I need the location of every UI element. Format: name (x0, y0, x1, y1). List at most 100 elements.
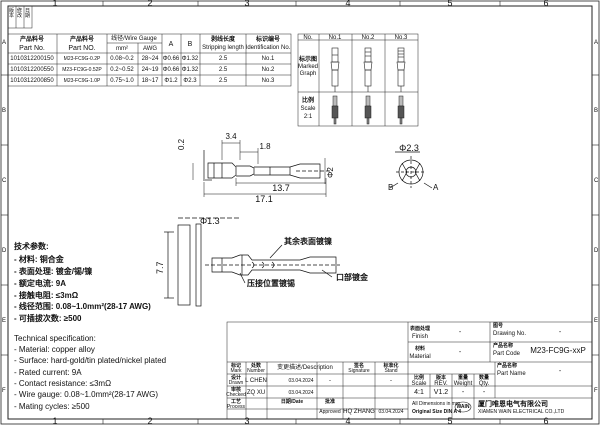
part-name-cn: 产品名称 (497, 363, 518, 369)
parts-table-grid (7, 33, 292, 87)
rev-hdr-description: 变更描述/Description (277, 365, 333, 371)
drawn-dash-2: - (390, 378, 392, 384)
row1-part: 1010312200150 (10, 56, 54, 62)
border-col-4: 4 (345, 0, 351, 8)
spec-en-line: - Contact resistance: ≤3mΩ (14, 379, 112, 388)
rev-hdr-sign-en: Signature (348, 368, 370, 374)
tb-qty-en: Qty. (478, 381, 490, 387)
graph-col-2: No.2 (361, 35, 375, 41)
row1-model: M23-FC9G-0.2P (63, 56, 101, 62)
rev-hdr-mark-cn: 标记 (230, 363, 242, 369)
border-row-b-right: B (594, 108, 599, 114)
rev-hdr-stand-en: Stand (384, 368, 398, 374)
graph-table-grid (297, 33, 419, 127)
row1-awg: 28~24 (141, 56, 159, 62)
drawing-no-cn: 图号 (493, 323, 504, 329)
dim-0-2: 0.2 (177, 138, 186, 150)
rev-hdr-number-cn: 处数 (250, 363, 262, 369)
drawing-no-val: - (558, 329, 562, 336)
hdr-b: B (187, 41, 193, 48)
hdr-part-no2-cn: 产品料号 (69, 37, 95, 43)
callout-nickel: 其余表面镀镍 (284, 237, 332, 246)
corner-stamp-date: 日期 (25, 8, 31, 19)
row3-mm2: 0.75~1.0 (110, 78, 134, 84)
row3-a: Φ1.2 (164, 78, 178, 84)
tb-scale-cn: 比例 (413, 375, 425, 381)
hdr-part-no-en: Part No. (19, 45, 45, 52)
dim-phi-2: Φ2 (326, 167, 335, 178)
graph-no-label: No. (303, 35, 313, 41)
drawing-no-en: Drawing No. (493, 331, 527, 337)
company-logo-text: WAIN (456, 404, 470, 410)
row1-ident: No.1 (261, 56, 275, 62)
section-label-a: A (433, 183, 439, 192)
hdr-part-no-cn: 产品料号 (19, 37, 45, 43)
drawn-name: L CHEN (245, 378, 267, 384)
border-col-3: 3 (244, 0, 250, 8)
tb-qty-val: - (482, 389, 486, 396)
tb-rev-cn: 版本 (435, 375, 447, 381)
border-row-d-right: D (594, 248, 599, 254)
border-col-2: 2 (147, 0, 153, 8)
row2-strip: 2.5 (218, 67, 228, 73)
border-col-3-bottom: 3 (244, 416, 250, 426)
border-row-c-right: C (594, 178, 599, 184)
process-date-cn: 日期/Date (280, 399, 304, 405)
row1-strip: 2.5 (218, 56, 228, 62)
border-row-a-right: A (594, 40, 599, 46)
tb-rev-en: REV. (434, 381, 448, 387)
drawn-cn: 设计 (230, 375, 242, 381)
terminal-sketch-3 (396, 47, 406, 92)
material-val: - (458, 349, 462, 356)
company-name-cn: 厦门唯恩电气有限公司 (478, 401, 548, 408)
graph-col-3: No.3 (394, 35, 408, 41)
row3-awg: 18~17 (141, 78, 159, 84)
side-view-dimensions (192, 140, 327, 197)
border-row-b: B (2, 108, 7, 114)
spec-cn-line: - 线径范围: 0.08~1.0mm²(28-17 AWG) (14, 302, 151, 311)
tb-weight-val: - (461, 389, 465, 396)
border-row-e-right: E (594, 318, 599, 324)
section-label-b: B (388, 183, 394, 192)
finish-cn: 表面处理 (409, 326, 431, 332)
crimp-detail-view (164, 217, 340, 307)
border-col-2-bottom: 2 (147, 416, 153, 426)
border-col-6: 6 (543, 0, 549, 8)
border-row-e: E (2, 318, 7, 324)
part-code-cn: 产品名称 (493, 343, 514, 349)
marked-graph-cn: 标示图 (298, 57, 318, 63)
checked-en: Checked (226, 392, 246, 398)
row1-a: Φ0.66 (162, 56, 180, 62)
row3-b: Φ2.3 (183, 78, 197, 84)
spec-cn-line: - 表面处理: 镀金/锡/镍 (14, 267, 93, 276)
row2-model: M23-FC9G-0.52P (62, 67, 102, 73)
approved-date: 03.04.2024 (378, 409, 404, 415)
tb-weight-cn: 重量 (457, 375, 469, 381)
border-row-c: C (2, 178, 7, 184)
row2-awg: 24~19 (141, 67, 159, 73)
scale-val: 2:1 (303, 114, 313, 120)
title-block-grid (226, 321, 593, 420)
dim-phi-1-3: Φ1.3 (200, 216, 220, 226)
rev-hdr-sign-cn: 签名 (353, 363, 365, 369)
border-row-f: F (2, 388, 6, 394)
row1-b: Φ1.32 (181, 56, 199, 62)
drawn-dash: - (329, 378, 331, 384)
hdr-wire-gauge: 线径/Wire Gauge (111, 36, 157, 42)
row2-b: Φ1.32 (181, 67, 199, 73)
border-col-1-bottom: 1 (52, 416, 58, 426)
hdr-gauge-mm2: mm² (116, 46, 128, 52)
row3-part: 1010312200850 (10, 78, 54, 84)
tb-qty-cn: 数量 (478, 375, 490, 381)
scale-row-terminals (331, 95, 405, 125)
tb-weight-en: Weight (453, 381, 473, 387)
finish-val: - (458, 329, 462, 336)
hdr-part-no2-en: Part NO. (68, 45, 96, 52)
company-name-en: XIAMEN WAIN ELECTRICAL CO.,LTD (478, 409, 565, 415)
border-row-a: A (2, 40, 7, 46)
rev-hdr-mark-en: Mark (230, 368, 242, 374)
spec-en-line: - Mating cycles: ≥500 (14, 402, 90, 411)
dim-phi-2-3: Φ2.3 (399, 143, 419, 153)
row3-strip: 2.5 (218, 78, 228, 84)
